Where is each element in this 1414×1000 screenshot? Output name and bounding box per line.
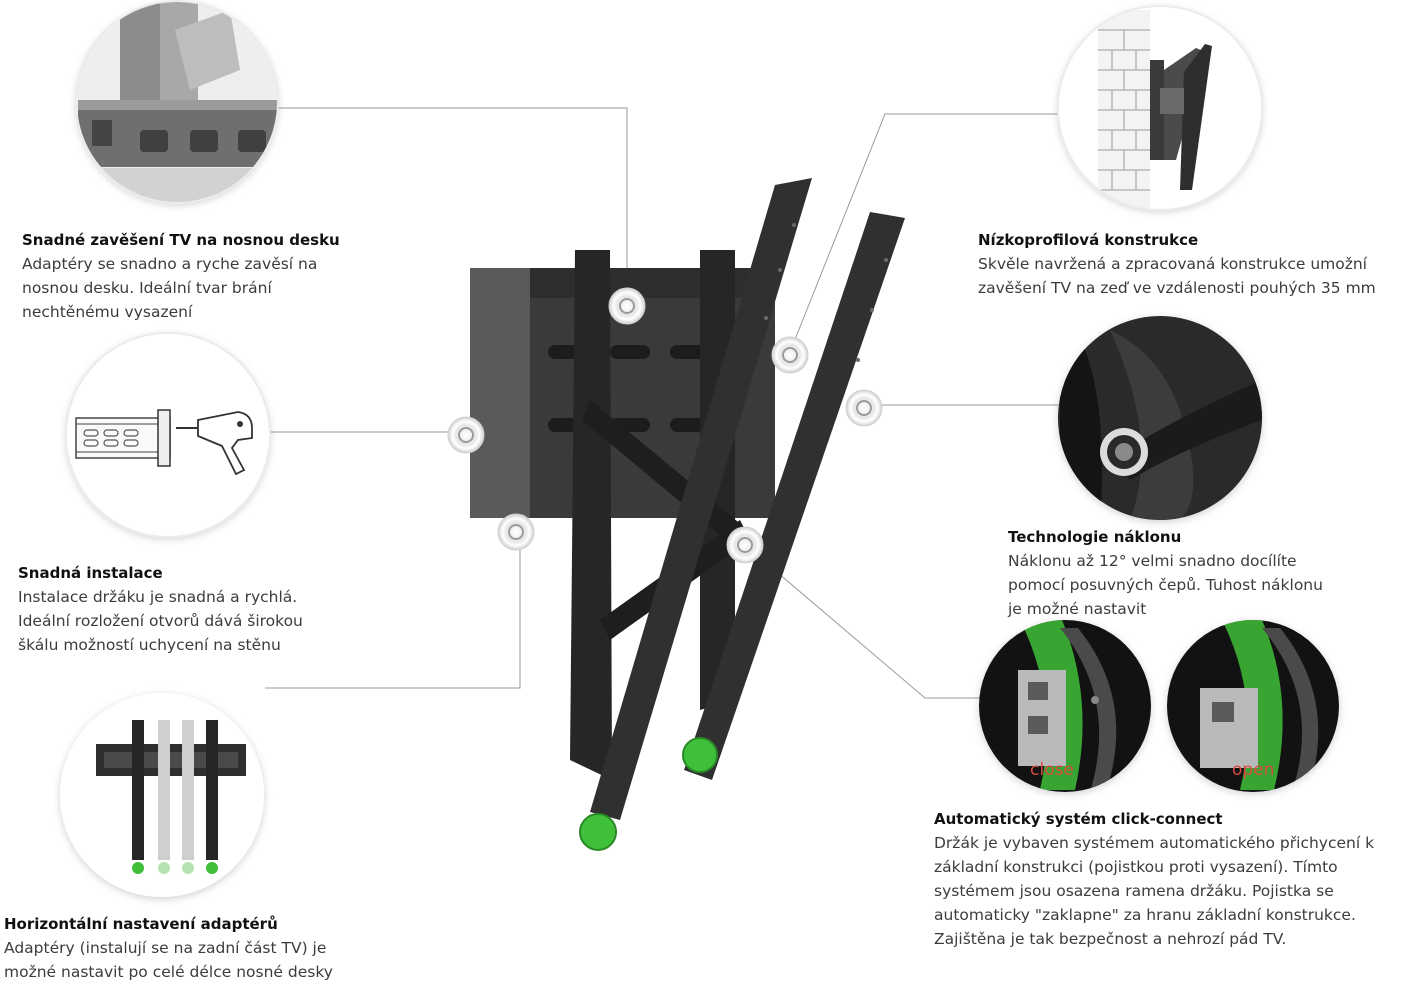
tilt-photo <box>1058 316 1262 520</box>
installation-photo <box>75 409 253 476</box>
feature-hanging: Snadné zavěšení TV na nosnou desku Adapt… <box>22 228 340 324</box>
close-label: close <box>1030 760 1074 780</box>
feature-clickconnect-title: Automatický systém click-connect <box>934 810 1223 828</box>
feature-hanging-title: Snadné zavěšení TV na nosnou desku <box>22 231 340 249</box>
tv-bracket <box>470 178 905 851</box>
feature-lowprofile-title: Nízkoprofilová konstrukce <box>978 231 1199 249</box>
feature-tilt-title: Technologie náklonu <box>1008 528 1182 546</box>
feature-installation-title: Snadná instalace <box>18 564 163 582</box>
feature-clickconnect: Automatický systém click-connect Držák j… <box>934 807 1374 951</box>
hotspot-markers <box>447 287 883 564</box>
click-connect-open-photo: open <box>1167 620 1339 792</box>
feature-lowprofile-desc: Skvěle navržená a zpracovaná konstrukce … <box>978 255 1376 297</box>
feature-horizontal-title: Horizontální nastavení adaptérů <box>4 915 278 933</box>
feature-installation-desc: Instalace držáku je snadná a rychlá. Ide… <box>18 588 303 654</box>
feature-tilt: Technologie náklonu Náklonu až 12° velmi… <box>1008 525 1323 621</box>
horizontal-adjustment-photo <box>96 720 246 874</box>
feature-horizontal-desc: Adaptéry (instalují se na zadní část TV)… <box>4 939 333 981</box>
low-profile-photo <box>1098 10 1212 210</box>
leader-lines <box>265 107 1060 699</box>
feature-installation: Snadná instalace Instalace držáku je sna… <box>18 561 303 657</box>
open-label: open <box>1232 760 1274 780</box>
feature-horizontal: Horizontální nastavení adaptérů Adaptéry… <box>4 912 333 984</box>
feature-lowprofile: Nízkoprofilová konstrukce Skvěle navržen… <box>978 228 1376 300</box>
feature-tilt-desc: Náklonu až 12° velmi snadno docílíte pom… <box>1008 552 1323 618</box>
click-connect-close-photo: close <box>979 620 1151 792</box>
feature-hanging-desc: Adaptéry se snadno a ryche zavěsí na nos… <box>22 255 318 321</box>
feature-clickconnect-desc: Držák je vybaven systémem automatického … <box>934 834 1375 948</box>
